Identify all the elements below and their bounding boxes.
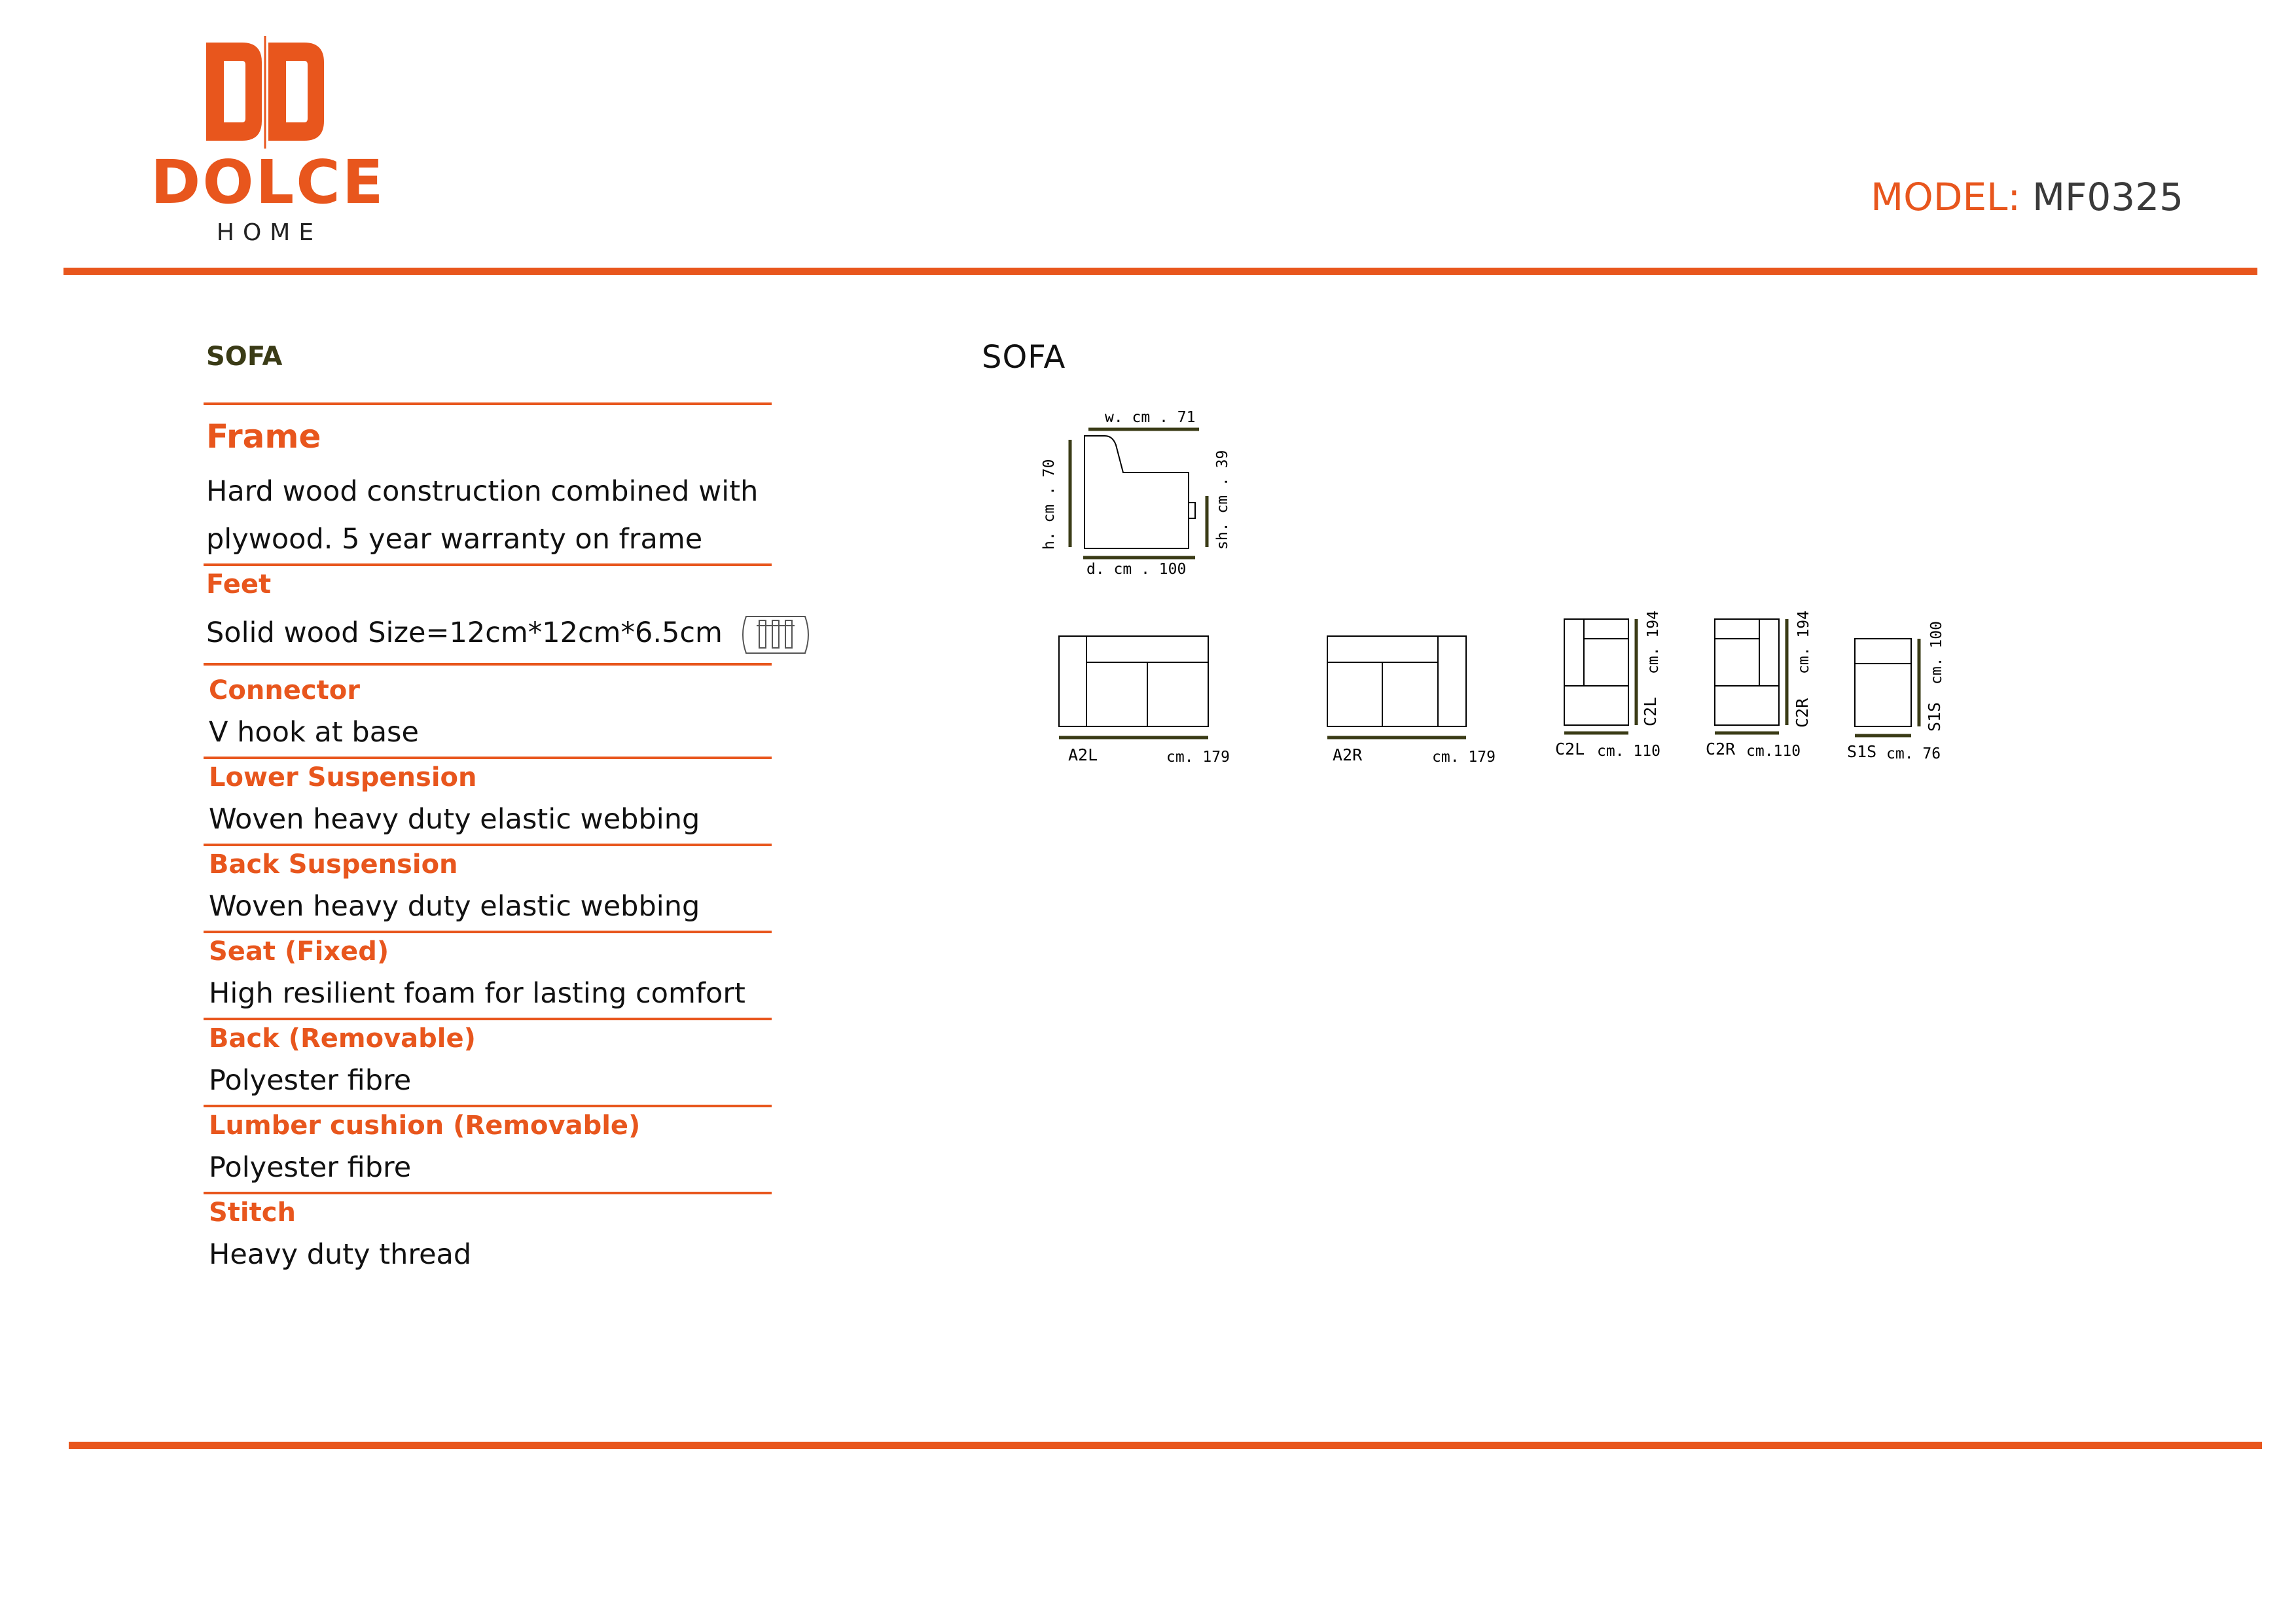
spec-divider bbox=[204, 1105, 772, 1107]
model-number: MODEL: MF0325 bbox=[1871, 178, 2183, 216]
spec-section-frame: Frame Hard wood construction combined wi… bbox=[204, 405, 772, 563]
spec-divider bbox=[204, 1018, 772, 1020]
module-c2l-drawing bbox=[1564, 618, 1629, 726]
module-drawings-svg: w. cm . 71 h. cm . 70 d. cm . 100 sh. cm… bbox=[1041, 409, 1945, 766]
spec-section-connector: Connector V hook at base bbox=[204, 666, 772, 757]
side-view-drawing bbox=[1084, 435, 1196, 549]
module-a2l-code: A2L bbox=[1068, 745, 1098, 764]
spec-text: Woven heavy duty elastic webbing bbox=[209, 890, 700, 923]
module-c2r-dim: cm.110 bbox=[1746, 743, 1801, 760]
spec-section-lower-suspension: Lower Suspension Woven heavy duty elasti… bbox=[204, 759, 772, 844]
spec-category: SOFA bbox=[206, 342, 283, 372]
spec-heading: Seat (Fixed) bbox=[209, 936, 389, 967]
spec-heading: Feet bbox=[206, 569, 272, 599]
spec-text: Heavy duty thread bbox=[209, 1238, 472, 1271]
module-a2r-dim: cm. 179 bbox=[1432, 749, 1496, 766]
module-s1s-drawing bbox=[1854, 638, 1912, 727]
module-s1s-dim: cm. 76 bbox=[1886, 745, 1941, 762]
module-c2l-code: C2L bbox=[1555, 740, 1585, 758]
spec-heading: Frame bbox=[206, 418, 321, 455]
module-c2l-side-code: C2L bbox=[1641, 697, 1660, 726]
spec-heading: Back Suspension bbox=[209, 849, 458, 880]
spec-text: Hard wood construction combined with bbox=[206, 475, 759, 508]
module-drawings: w. cm . 71 h. cm . 70 d. cm . 100 sh. cm… bbox=[1008, 393, 1990, 798]
side-view-dimension-lines bbox=[1068, 427, 1209, 560]
spec-heading: Stitch bbox=[209, 1198, 296, 1228]
header-divider bbox=[63, 268, 2257, 275]
module-c2l-dim: cm. 110 bbox=[1597, 743, 1660, 760]
module-c2r-drawing bbox=[1714, 618, 1780, 726]
module-c2r-side-dim: cm. 194 bbox=[1795, 611, 1812, 674]
model-value: MF0325 bbox=[2032, 175, 2183, 219]
spec-text: Woven heavy duty elastic webbing bbox=[209, 803, 700, 836]
module-s1s-code: S1S bbox=[1847, 742, 1876, 761]
side-view-height-label: h. cm . 70 bbox=[1041, 459, 1058, 550]
spec-text-row: Solid wood Size=12cm*12cm*6.5cm bbox=[206, 603, 809, 663]
module-c2r-code: C2R bbox=[1706, 740, 1736, 758]
module-a2l-drawing bbox=[1058, 635, 1209, 727]
spec-heading: Connector bbox=[209, 675, 360, 705]
dd-monogram-icon bbox=[206, 36, 324, 149]
module-a2r-drawing bbox=[1327, 635, 1467, 727]
spec-section-feet: Feet Solid wood Size=12cm*12cm*6.5cm bbox=[204, 566, 809, 663]
spec-divider bbox=[204, 1192, 772, 1194]
module-c2r-side-code: C2R bbox=[1793, 698, 1812, 728]
side-view-seat-height-label: sh. cm . 39 bbox=[1214, 450, 1231, 550]
spec-text: V hook at base bbox=[209, 716, 419, 749]
footer-divider bbox=[69, 1442, 2262, 1449]
spec-heading: Back (Removable) bbox=[209, 1024, 476, 1054]
module-c2l-side-dim: cm. 194 bbox=[1645, 611, 1662, 674]
brand-name: DOLCE bbox=[151, 147, 386, 217]
spec-text: Polyester fibre bbox=[209, 1151, 412, 1184]
module-a2l-dim: cm. 179 bbox=[1166, 749, 1230, 766]
spec-text: High resilient foam for lasting comfort bbox=[209, 977, 745, 1010]
module-s1s-side-dim: cm. 100 bbox=[1928, 621, 1945, 685]
spec-divider bbox=[204, 402, 772, 405]
spec-text: Polyester fibre bbox=[209, 1064, 412, 1097]
side-view-width-label: w. cm . 71 bbox=[1105, 409, 1195, 426]
spec-section-lumber-cushion: Lumber cushion (Removable) Polyester fib… bbox=[204, 1107, 772, 1192]
spec-divider bbox=[204, 663, 772, 666]
brand-logo: DOLCE HOME bbox=[151, 36, 386, 252]
spec-text: Solid wood Size=12cm*12cm*6.5cm bbox=[206, 616, 723, 649]
drawings-title: SOFA bbox=[982, 339, 1066, 376]
side-view-depth-label: d. cm . 100 bbox=[1086, 561, 1186, 578]
brand-subtitle: HOME bbox=[216, 219, 323, 246]
module-a2r-code: A2R bbox=[1333, 745, 1363, 764]
spec-text: plywood. 5 year warranty on frame bbox=[206, 523, 703, 556]
spec-divider bbox=[204, 757, 772, 759]
spec-section-back: Back (Removable) Polyester fibre bbox=[204, 1020, 772, 1105]
spec-divider bbox=[204, 844, 772, 846]
model-label: MODEL: bbox=[1871, 175, 2020, 219]
spec-section-stitch: Stitch Heavy duty thread bbox=[204, 1194, 772, 1279]
spec-section-seat: Seat (Fixed) High resilient foam for las… bbox=[204, 933, 772, 1018]
spec-heading: Lumber cushion (Removable) bbox=[209, 1111, 641, 1141]
spec-heading: Lower Suspension bbox=[209, 762, 477, 793]
spec-section-back-suspension: Back Suspension Woven heavy duty elastic… bbox=[204, 846, 772, 931]
wooden-feet-icon bbox=[742, 615, 809, 654]
spec-divider bbox=[204, 931, 772, 933]
spec-sheet: SOFA Frame Hard wood construction combin… bbox=[204, 340, 809, 1279]
module-s1s-side-code: S1S bbox=[1925, 702, 1944, 732]
spec-divider bbox=[204, 563, 772, 566]
